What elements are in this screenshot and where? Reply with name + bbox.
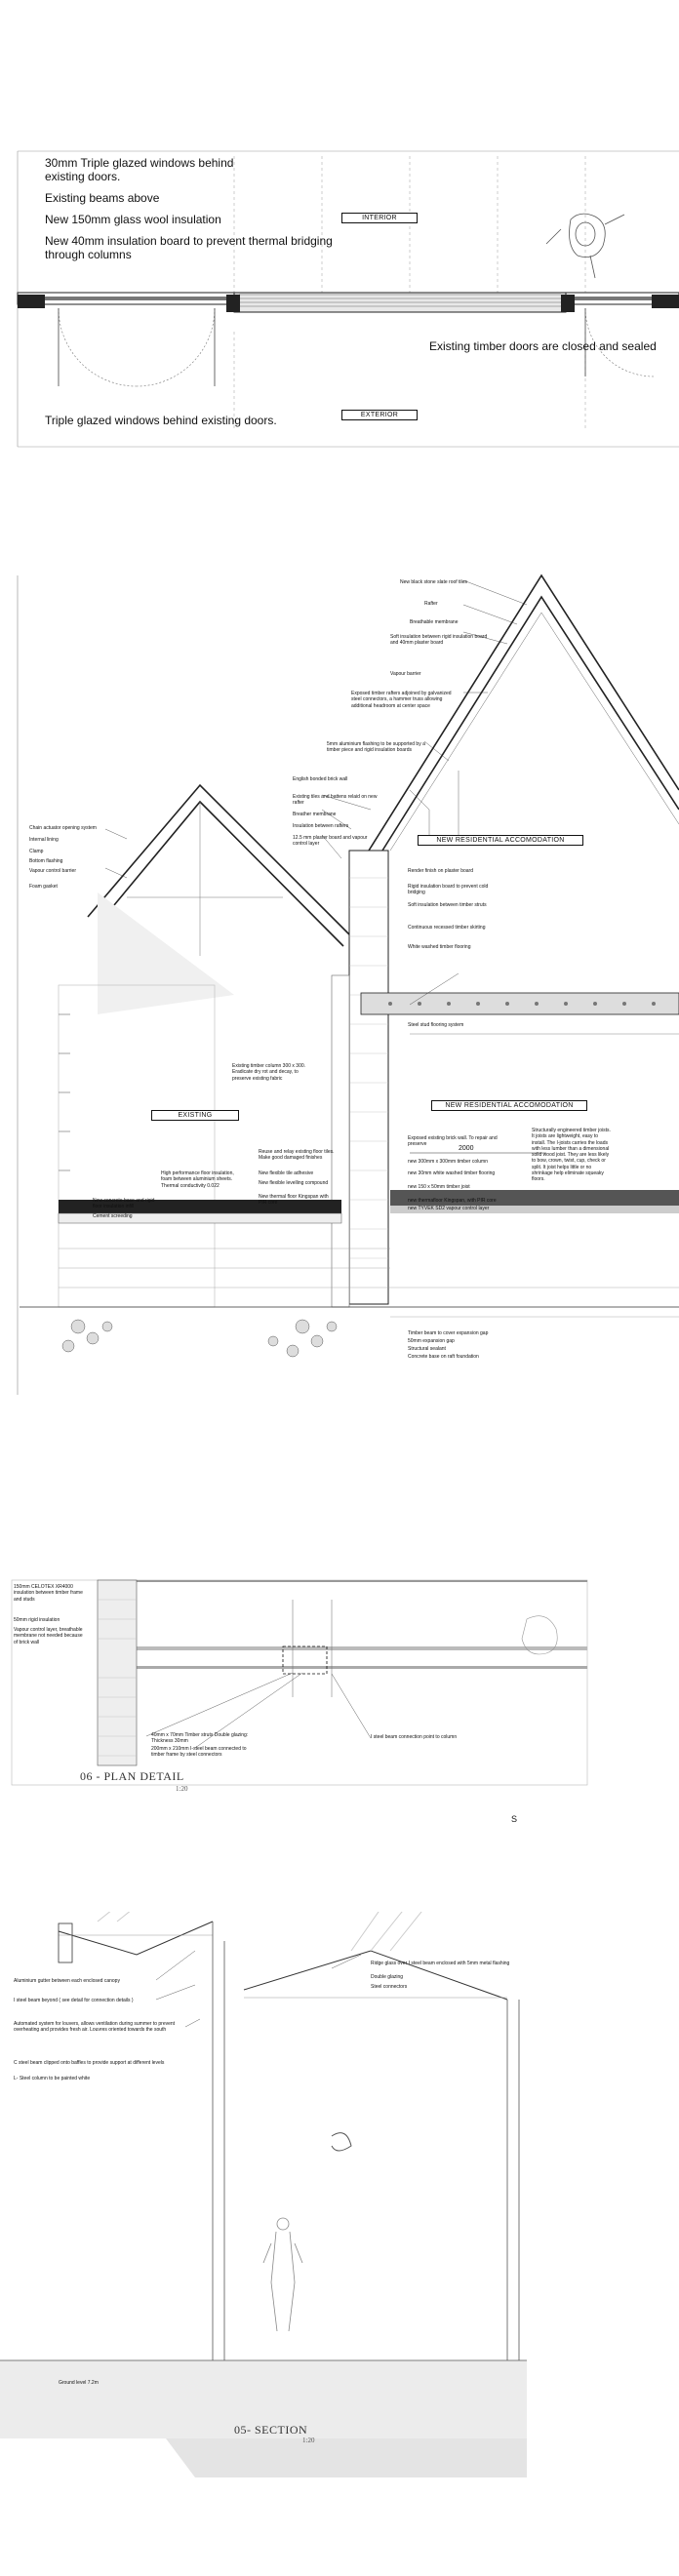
lower-floor-label-6: new TYVEK SD2 vapour control layer [408, 1206, 490, 1211]
section05-label-2: I steel beam beyond ( see detail for con… [14, 1998, 134, 2003]
upper-floor-label-1: Render finish on plaster board [408, 868, 473, 874]
concrete-note: New concrete base and rigid floor insula… [93, 1198, 155, 1210]
plan-detail-sheet: 150mm CELOTEX XR4000 insulation between … [0, 1561, 679, 1814]
lower-floor-label-1: Exposed existing brick wall. To repair a… [408, 1135, 498, 1148]
high-perf-note: High performance floor insulation, foam … [161, 1170, 234, 1189]
new-residential-lower-label: NEW RESIDENTIAL ACCOMODATION [431, 1100, 587, 1111]
roof-label-8: English bonded brick wall [293, 776, 348, 782]
upper-floor-label-3: Soft insulation between timber struts [408, 902, 487, 908]
section-05-drawing [0, 1912, 527, 2477]
plan-drawing [17, 150, 679, 448]
plan-note-insulation-board: New 40mm insulation board to prevent the… [45, 234, 333, 262]
cement-note: Cement screeding [93, 1213, 133, 1219]
roof-label-10: Breather membrane [293, 812, 337, 817]
section05-label-4: C steel beam clipped onto baffles to pro… [14, 2060, 165, 2066]
structural-note: Structurally engineered timber joists. I… [532, 1128, 611, 1182]
lower-floor-label-2: new 300mm x 300mm timber column [408, 1159, 488, 1165]
roof-label-12: 12.5 mm plaster board and vapour control… [293, 835, 368, 848]
plan-detail-label-2: 50mm rigid insulation [14, 1617, 60, 1623]
foundation-label-2: 50mm expansion gap [408, 1338, 455, 1344]
existing-floor-label-1: Reuse and relay existing floor tiles. Ma… [259, 1149, 335, 1162]
lower-floor-label-3: new 30mm white washed timber flooring [408, 1170, 496, 1176]
window-label-3: Clamp [29, 849, 44, 854]
section05-label-5: L- Steel column to be painted white [14, 2076, 91, 2081]
lower-floor-label-5: new thermafloor Kingspan, with PIR core [408, 1198, 497, 1204]
plan-detail-scale: 1:20 [176, 1785, 188, 1793]
building-section-drawing [17, 574, 679, 1395]
section-05-title: 05- SECTION [234, 2423, 308, 2437]
existing-floor-label-2: New flexible tile adhesive [259, 1170, 314, 1176]
plan-detail-title: 06 - PLAN DETAIL [80, 1769, 184, 1783]
upper-floor-label-6: Steel stud flooring system [408, 1022, 464, 1028]
plan-sheet: 30mm Triple glazed windows behind existi… [0, 0, 679, 458]
foundation-label-1: Timber beam to cover expansion gap [408, 1330, 489, 1336]
roof-label-11: Insulation between rafters [293, 823, 349, 829]
section-05-scale: 1:20 [302, 2437, 315, 2444]
plan-detail-label-3: Vapour control layer, breathable membran… [14, 1627, 83, 1645]
plan-note-triple-glazed-2: Triple glazed windows behind existing do… [45, 414, 277, 427]
roof-label-4: Soft insulation between rigid insulation… [390, 634, 488, 647]
exterior-label: EXTERIOR [341, 410, 418, 420]
section-05-sheet: Aluminium gutter between each enclosed c… [0, 1814, 679, 2575]
ground-level-label: Ground level 7.2m [59, 2380, 99, 2386]
roof-label-6: Exposed timber rafters adjoined by galva… [351, 691, 452, 709]
window-label-2: Internal lining [29, 837, 59, 843]
upper-floor-label-4: Continuous recessed timber skirting [408, 925, 486, 931]
roof-label-3: Breathable membrane [410, 619, 459, 625]
roof-label-9: Existing tiles and battens relaid on new… [293, 794, 378, 807]
existing-floor-label-4: New thermal floor Kingspan with PIR core [259, 1194, 329, 1207]
plan-detail-label-4: 40mm x 70mm Timber struts Double glazing… [151, 1732, 249, 1745]
roof-label-2: Rafter [424, 601, 438, 607]
section05-label-7: Double glazing [371, 1974, 404, 1980]
foundation-label-3: Structural sealant [408, 1346, 446, 1352]
plan-detail-label-6: I steel beam connection point to column [371, 1734, 458, 1740]
upper-floor-label-5: White washed timber flooring [408, 944, 471, 950]
upper-floor-label-2: Rigid insulation board to prevent cold b… [408, 884, 489, 896]
section05-label-8: Steel connectors [371, 1984, 408, 1990]
plan-detail-drawing [11, 1579, 588, 1786]
lower-floor-label-4: new 150 x 50mm timber joist [408, 1184, 470, 1190]
existing-floor-label-3: New flexible levelling compound [259, 1180, 329, 1186]
building-section-sheet: New black stone slate roof tiles Rafter … [0, 546, 679, 1424]
window-label-4: Bottom flashing [29, 858, 63, 864]
existing-column-note: Existing timber column 300 x 300. Eradic… [232, 1063, 306, 1082]
new-residential-upper-label: NEW RESIDENTIAL ACCOMODATION [418, 835, 583, 846]
plan-detail-label-1: 150mm CELOTEX XR4000 insulation between … [14, 1584, 83, 1603]
plan-note-timber-doors: Existing timber doors are closed and sea… [429, 339, 657, 353]
plan-note-triple-glazed: 30mm Triple glazed windows behind existi… [45, 156, 234, 184]
section05-label-3: Automated system for louvers, allows ven… [14, 2021, 176, 2034]
plan-note-existing-beams: Existing beams above [45, 191, 160, 205]
window-label-1: Chain actuator opening system [29, 825, 97, 831]
foundation-label-4: Concrete base on raft foundation [408, 1354, 479, 1360]
plan-detail-label-5: 200mm x 210mm I-steel beam connected to … [151, 1746, 247, 1759]
roof-label-5: Vapour barrier [390, 671, 421, 677]
window-label-5: Vapour control barrier [29, 868, 76, 874]
existing-label: EXISTING [151, 1110, 239, 1121]
plan-note-glass-wool: New 150mm glass wool insulation [45, 213, 221, 226]
dimension-label: 2000 [459, 1145, 474, 1152]
section05-label-1: Aluminium gutter between each enclosed c… [14, 1978, 120, 1984]
section05-label-6: Ridge glass over I steel beam enclosed w… [371, 1961, 510, 1966]
roof-label-1: New black stone slate roof tiles [400, 579, 467, 585]
window-label-6: Foam gasket [29, 884, 58, 890]
roof-label-7: 5mm aluminium flashing to be supported b… [327, 741, 425, 754]
north-letter: S [511, 1814, 518, 1824]
interior-label: INTERIOR [341, 213, 418, 223]
